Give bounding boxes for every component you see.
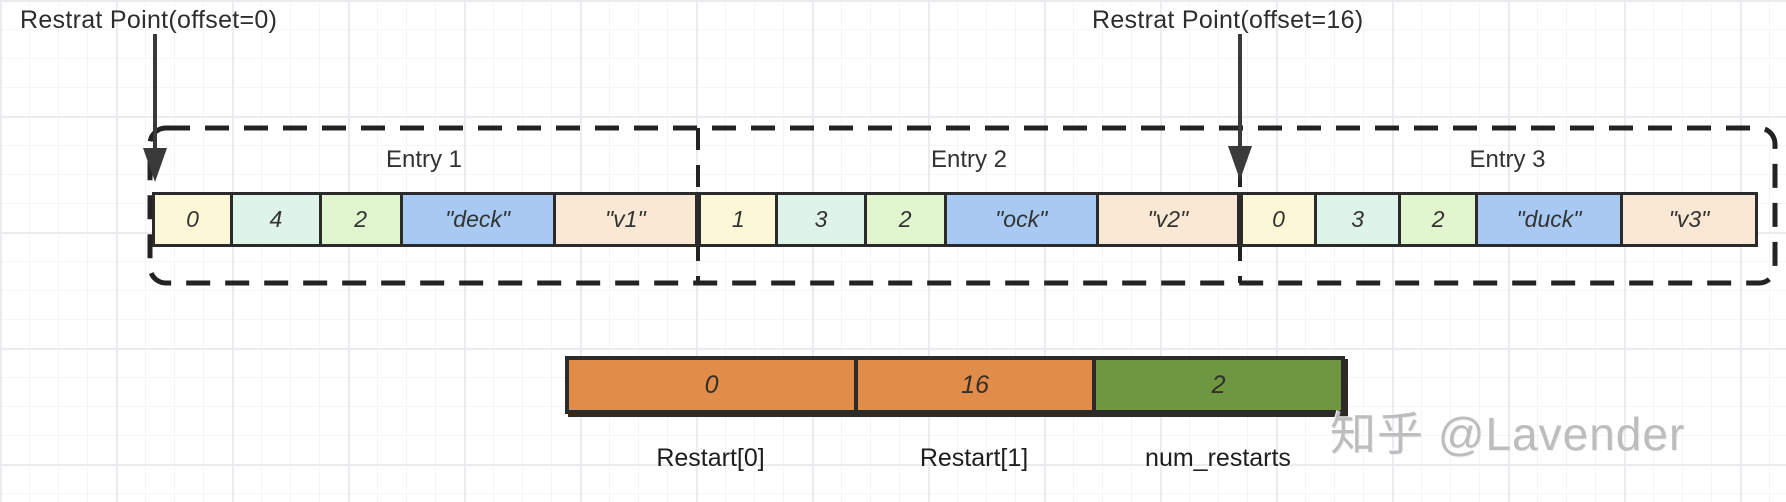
entry-3-label: Entry 3 <box>1469 146 1546 173</box>
restart-point-16-label: Restrat Point(offset=16) <box>1092 6 1364 34</box>
num-restarts-cell: 2 <box>1092 356 1345 414</box>
entry-2-key-cell: "ock" <box>943 192 1099 247</box>
num-restarts-label: num_restarts <box>1145 443 1291 472</box>
restart-0-cell: 0 <box>565 356 859 414</box>
restart-point-0-label: Restrat Point(offset=0) <box>20 6 278 34</box>
zhihu-watermark: 知乎 @Lavender <box>1330 408 1686 460</box>
entry-2-cell-2: 2 <box>863 192 947 247</box>
entry-3-cell-2: 2 <box>1398 192 1478 247</box>
entry-1-key-cell: "deck" <box>399 192 556 247</box>
entry-1-cell-2: 2 <box>318 192 403 247</box>
restart-0-label: Restart[0] <box>656 443 765 472</box>
entry-1-cell-0: 0 <box>152 192 234 247</box>
entry-3-cell-1: 3 <box>1314 192 1402 247</box>
entry-2-value-cell: "v2" <box>1095 192 1240 247</box>
restart-pointer-arrow-offset16-icon <box>1228 34 1252 180</box>
entry-2-cell-0: 1 <box>698 192 779 247</box>
entries-dashed-outline <box>147 125 1778 286</box>
entry-1-cells: 0 4 2 "deck" "v1" <box>152 192 698 247</box>
entry-2-cell-1: 3 <box>775 192 867 247</box>
entry-3-key-cell: "duck" <box>1474 192 1624 247</box>
restart-1-label: Restart[1] <box>919 443 1029 472</box>
entry-3-cell-0: 0 <box>1240 192 1318 247</box>
restart-array-bar: 0 16 2 <box>565 356 1345 414</box>
restart-1-cell: 16 <box>854 356 1097 414</box>
entry-2-label: Entry 2 <box>930 146 1008 173</box>
entry-3-value-cell: "v3" <box>1620 192 1758 247</box>
restart-pointer-arrow-offset0-icon <box>143 34 167 182</box>
entry-1-cell-1: 4 <box>230 192 322 247</box>
entry-2-cells: 1 3 2 "ock" "v2" <box>698 192 1240 247</box>
entry-1-value-cell: "v1" <box>552 192 698 247</box>
entry-3-cells: 0 3 2 "duck" "v3" <box>1240 192 1758 247</box>
entry-1-label: Entry 1 <box>385 146 463 173</box>
